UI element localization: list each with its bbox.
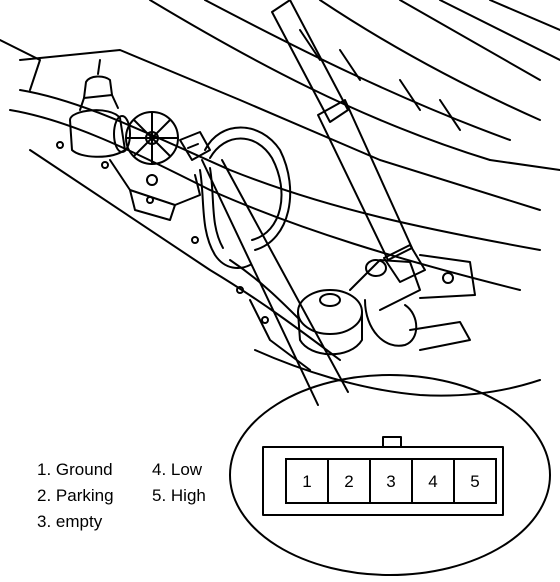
connector-face [262, 436, 504, 516]
pin-label-3: 3 [386, 472, 395, 491]
connector-callout [229, 374, 551, 576]
callout-leader [201, 159, 349, 406]
hood-strut [271, 0, 426, 283]
legend-item-ground: 1. Ground [37, 460, 113, 479]
pin-cell-5 [453, 458, 497, 504]
connector-pins: 1 2 3 4 5 [285, 458, 497, 504]
legend-item-parking: 2. Parking [37, 486, 114, 505]
wiper-pivot [297, 254, 476, 356]
pin-label-5: 5 [470, 472, 479, 491]
pin-label-2: 2 [344, 472, 353, 491]
wiper-motor [69, 109, 211, 221]
legend-item-low: 4. Low [152, 460, 203, 479]
legend-item-high: 5. High [152, 486, 206, 505]
pin-label-4: 4 [428, 472, 437, 491]
wiring-harness [199, 126, 292, 269]
legend-item-empty: 3. empty [37, 512, 103, 531]
washer-fitting [79, 59, 119, 111]
windshield-glass [149, 0, 560, 171]
pin-label-1: 1 [302, 472, 311, 491]
